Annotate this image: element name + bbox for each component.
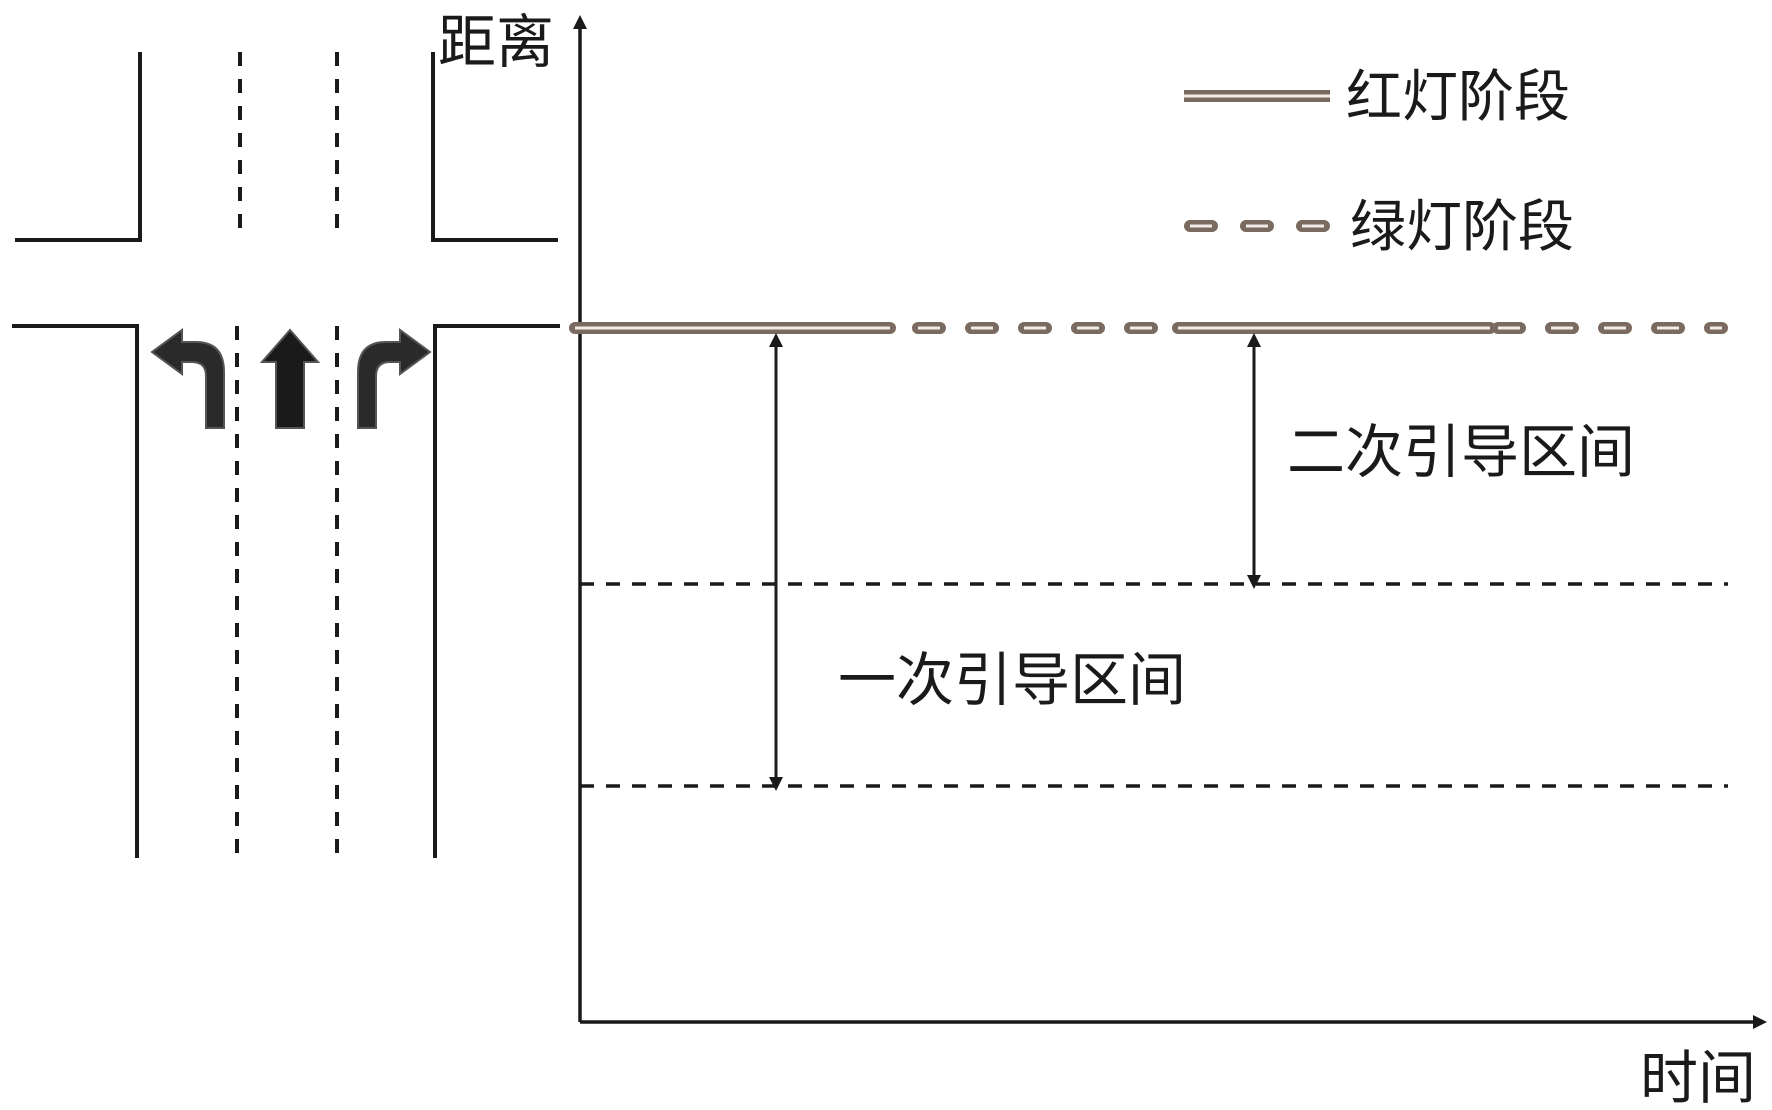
- axes: [573, 15, 1767, 1029]
- curb-top-left: [15, 52, 142, 242]
- secondary-zone-label: 二次引导区间: [1287, 418, 1635, 486]
- straight-arrow-icon: [259, 328, 321, 429]
- intersection-diagram: [12, 52, 560, 858]
- legend-green-phase: 绿灯阶段: [1184, 195, 1574, 260]
- y-axis-label: 距离: [438, 8, 554, 76]
- right-turn-arrow-icon: [357, 328, 432, 429]
- legend: 红灯阶段 绿灯阶段: [1184, 65, 1574, 260]
- primary-zone-label: 一次引导区间: [838, 646, 1186, 714]
- legend-red-phase-label: 红灯阶段: [1346, 65, 1570, 130]
- curb-top-right: [431, 52, 558, 242]
- legend-red-phase: 红灯阶段: [1184, 65, 1570, 130]
- curb-bottom-left: [12, 324, 139, 858]
- left-turn-arrow-icon: [150, 328, 225, 429]
- x-axis-label: 时间: [1640, 1044, 1756, 1110]
- curb-bottom-right: [433, 324, 560, 858]
- lane-dividers: [235, 52, 339, 858]
- legend-green-phase-label: 绿灯阶段: [1350, 195, 1574, 260]
